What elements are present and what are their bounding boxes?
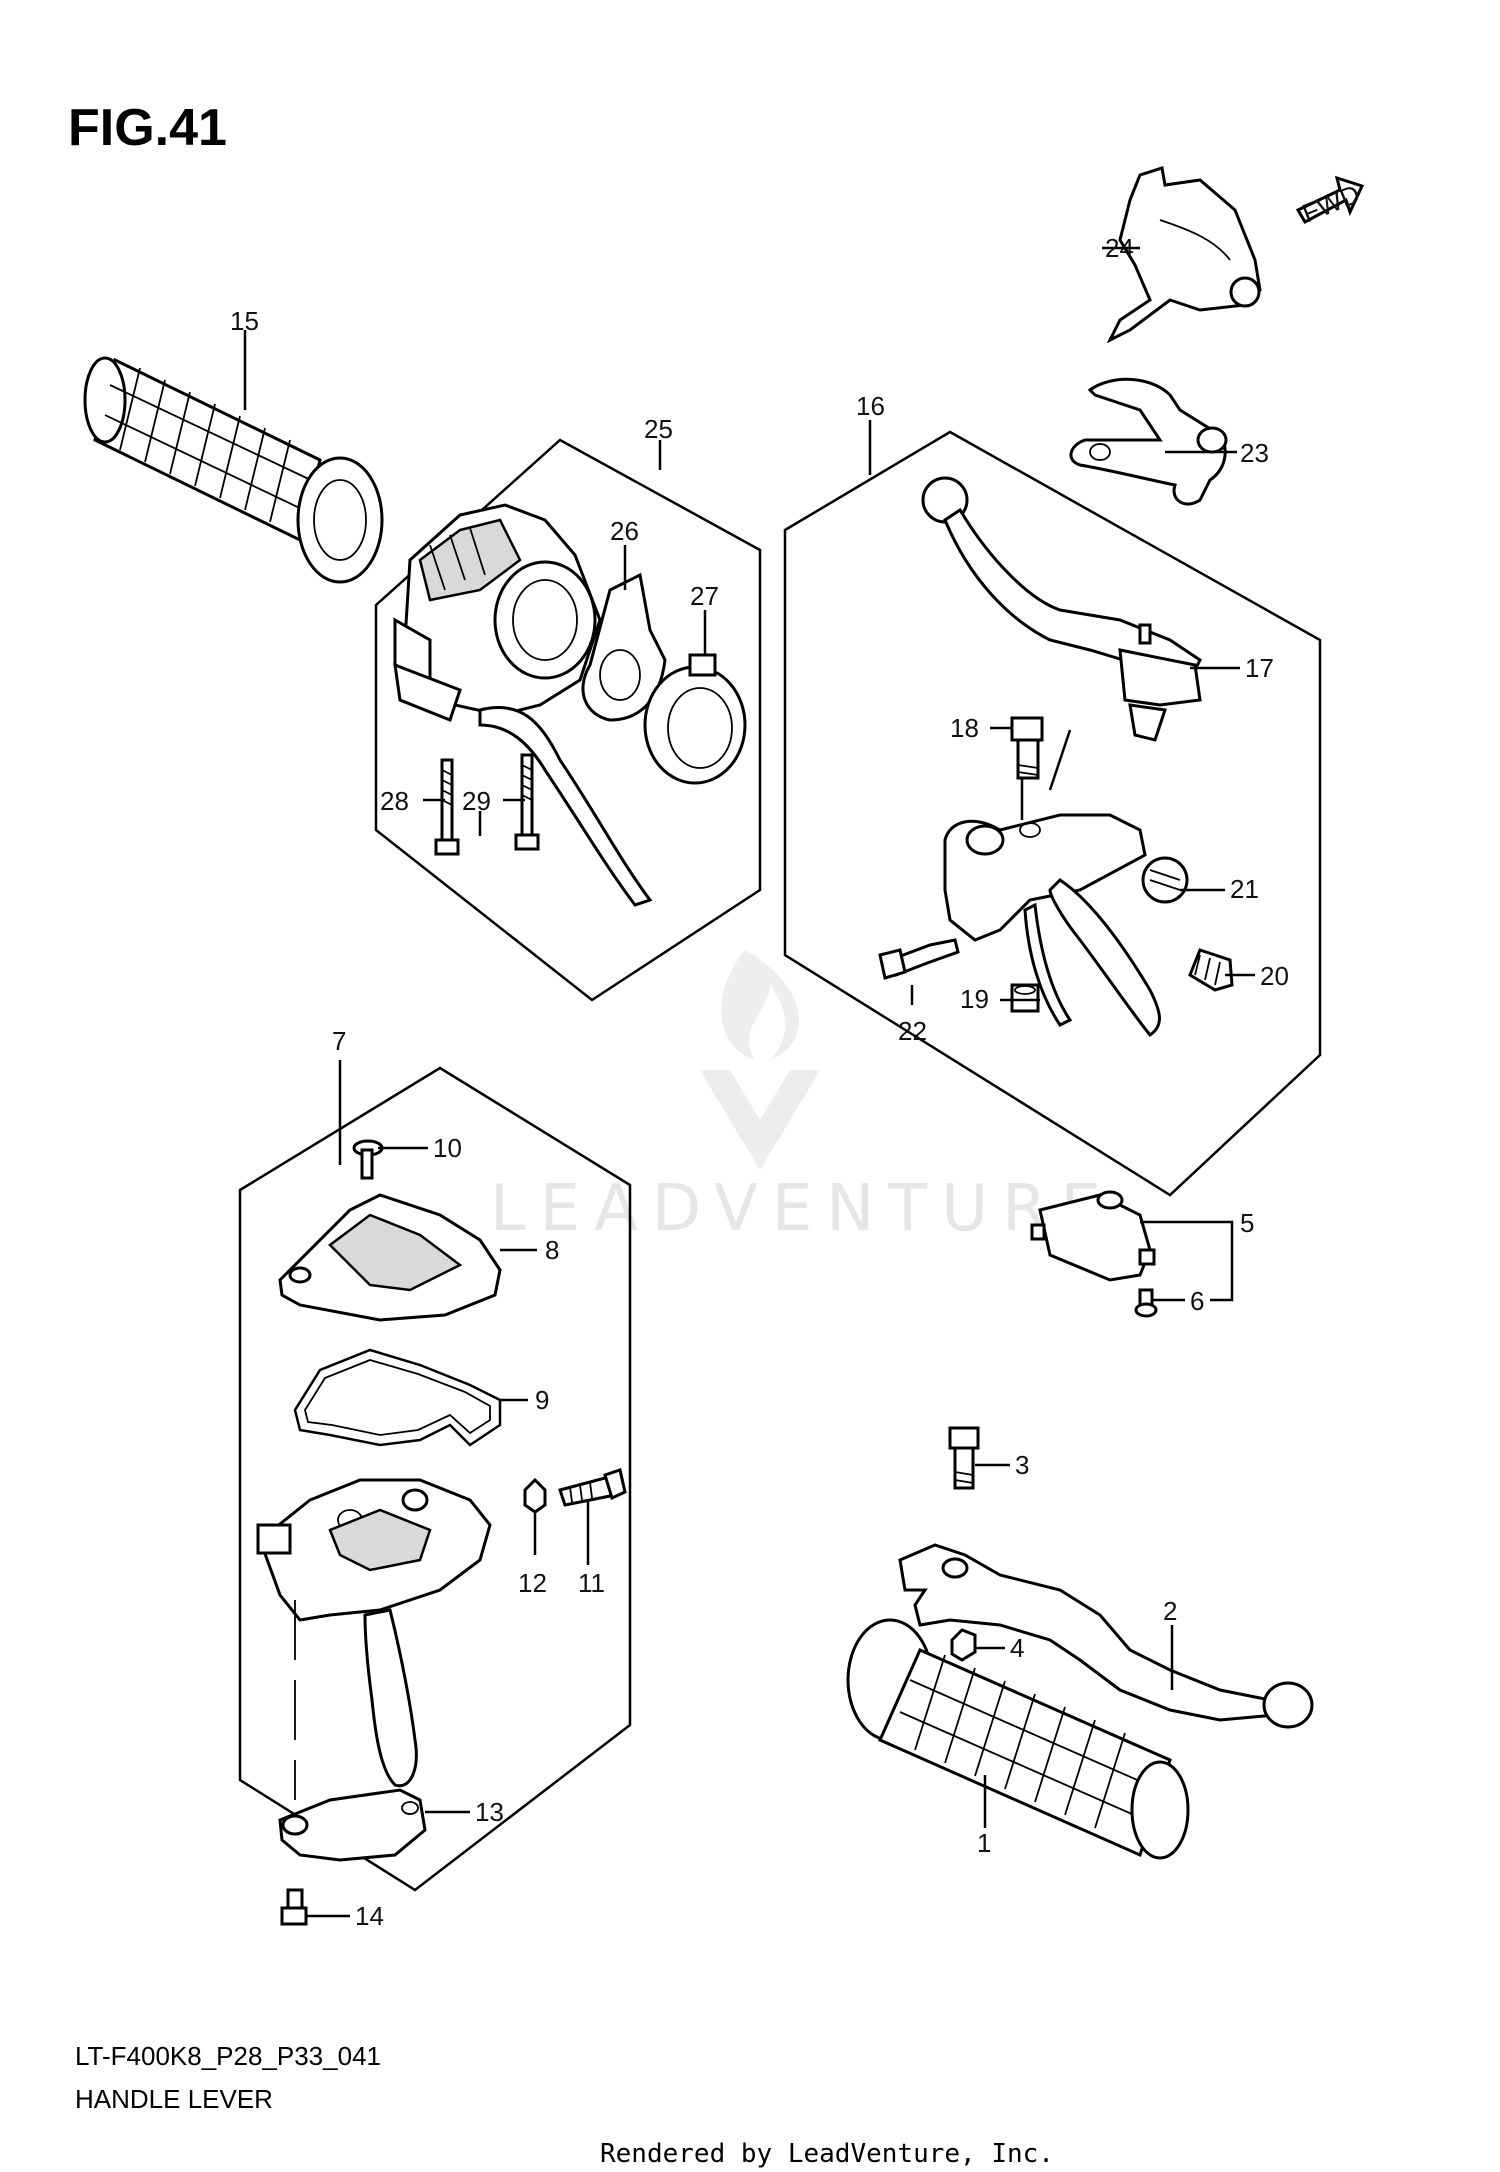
part-24-cover [1106, 166, 1262, 344]
part-14-bolt [280, 1888, 308, 1926]
part-29-screw [514, 753, 540, 851]
callout-28: 28 [380, 786, 409, 816]
part-9-gasket [293, 1348, 502, 1447]
part-1-grip [846, 1618, 1190, 1860]
part-5-switch [1030, 1190, 1156, 1282]
callout-24: 24 [1105, 233, 1134, 263]
callout-26: 26 [610, 516, 639, 546]
callout-27: 27 [690, 581, 719, 611]
section-title: HANDLE LEVER [75, 2084, 273, 2114]
part-11-bolt [558, 1468, 627, 1507]
fwd-label: FWD [1298, 178, 1364, 228]
fwd-arrow-icon [1295, 175, 1365, 225]
callout-16: 16 [856, 391, 885, 421]
part-25-switch-housing [393, 503, 653, 907]
callout-7: 7 [332, 1026, 346, 1056]
part-22-bolt [878, 938, 960, 980]
callout-4: 4 [1010, 1633, 1024, 1663]
callout-1: 1 [977, 1828, 991, 1858]
callout-11: 11 [578, 1568, 605, 1598]
part-28-screw [434, 758, 460, 856]
part-10-screw [352, 1139, 384, 1180]
callout-12: 12 [518, 1568, 547, 1598]
part-15-grip [83, 356, 384, 584]
part-20-switch [1188, 948, 1234, 992]
part-6-screw [1134, 1288, 1158, 1318]
callout-3: 3 [1015, 1450, 1029, 1480]
callout-19: 19 [960, 984, 989, 1014]
callout-2: 2 [1163, 1596, 1177, 1626]
callout-23: 23 [1240, 438, 1269, 468]
footer-credit: Rendered by LeadVenture, Inc. [600, 2139, 1054, 2169]
callout-15: 15 [230, 306, 259, 336]
callout-13: 13 [475, 1797, 504, 1827]
callout-21: 21 [1230, 874, 1259, 904]
part-16-master-cylinder [943, 813, 1161, 1038]
part-26-lever [581, 572, 667, 722]
part-4-nut [950, 1628, 977, 1662]
part-21-cap [1141, 856, 1189, 904]
part-17-lever [921, 476, 1202, 742]
part-27-collar [643, 653, 747, 785]
group-box-16 [783, 430, 1322, 1197]
part-19-nut [1010, 983, 1040, 1013]
part-3-pin [948, 1426, 980, 1490]
part-23-bracket [1069, 377, 1228, 506]
part-8-cover [278, 1193, 502, 1322]
watermark-text: LEADVENTURE [490, 1172, 1115, 1246]
model-code: LT-F400K8_P28_P33_041 [75, 2041, 381, 2071]
part-2-lever [898, 1543, 1314, 1729]
callout-20: 20 [1260, 961, 1289, 991]
part-12-nut [523, 1477, 547, 1514]
callout-8: 8 [545, 1235, 559, 1265]
callout-25: 25 [644, 414, 673, 444]
group-box-25 [374, 438, 762, 1002]
callout-18: 18 [950, 713, 979, 743]
callout-22: 22 [898, 1016, 927, 1046]
part-7-throttle-housing [256, 1478, 492, 1800]
callout-14: 14 [355, 1901, 384, 1931]
callout-5: 5 [1240, 1208, 1254, 1238]
callout-17: 17 [1245, 653, 1274, 683]
group-box-7 [238, 1066, 632, 1892]
part-13-plate [278, 1788, 427, 1862]
callout-10: 10 [433, 1133, 462, 1163]
watermark-logo [700, 950, 820, 1170]
part-18-pivot-bolt [1010, 716, 1044, 780]
callout-29: 29 [462, 786, 491, 816]
figure-title: FIG.41 [68, 99, 227, 157]
callout-labels: 15 25 26 27 28 29 24 23 16 17 18 21 20 1… [230, 233, 1289, 1931]
leader-lines [243, 246, 1255, 1918]
callout-9: 9 [535, 1385, 549, 1415]
callout-6: 6 [1190, 1286, 1204, 1316]
